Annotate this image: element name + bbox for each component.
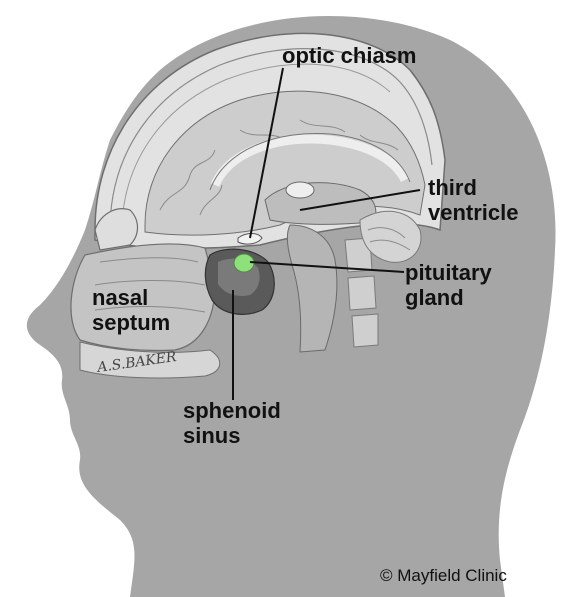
label-pituitary-gland-line2: gland	[405, 286, 464, 310]
label-sphenoid-sinus-line1: sphenoid	[183, 399, 281, 423]
label-third-ventricle-line2: ventricle	[428, 201, 519, 225]
label-optic-chiasm: optic chiasm	[282, 44, 416, 68]
label-nasal-septum-line1: nasal	[92, 286, 148, 310]
third-ventricle-area	[286, 182, 314, 198]
label-pituitary-gland-line1: pituitary	[405, 261, 492, 285]
label-nasal-septum-line2: septum	[92, 311, 170, 335]
label-third-ventricle-line1: third	[428, 176, 477, 200]
copyright-notice: © Mayfield Clinic	[380, 566, 507, 586]
label-sphenoid-sinus-line2: sinus	[183, 424, 240, 448]
